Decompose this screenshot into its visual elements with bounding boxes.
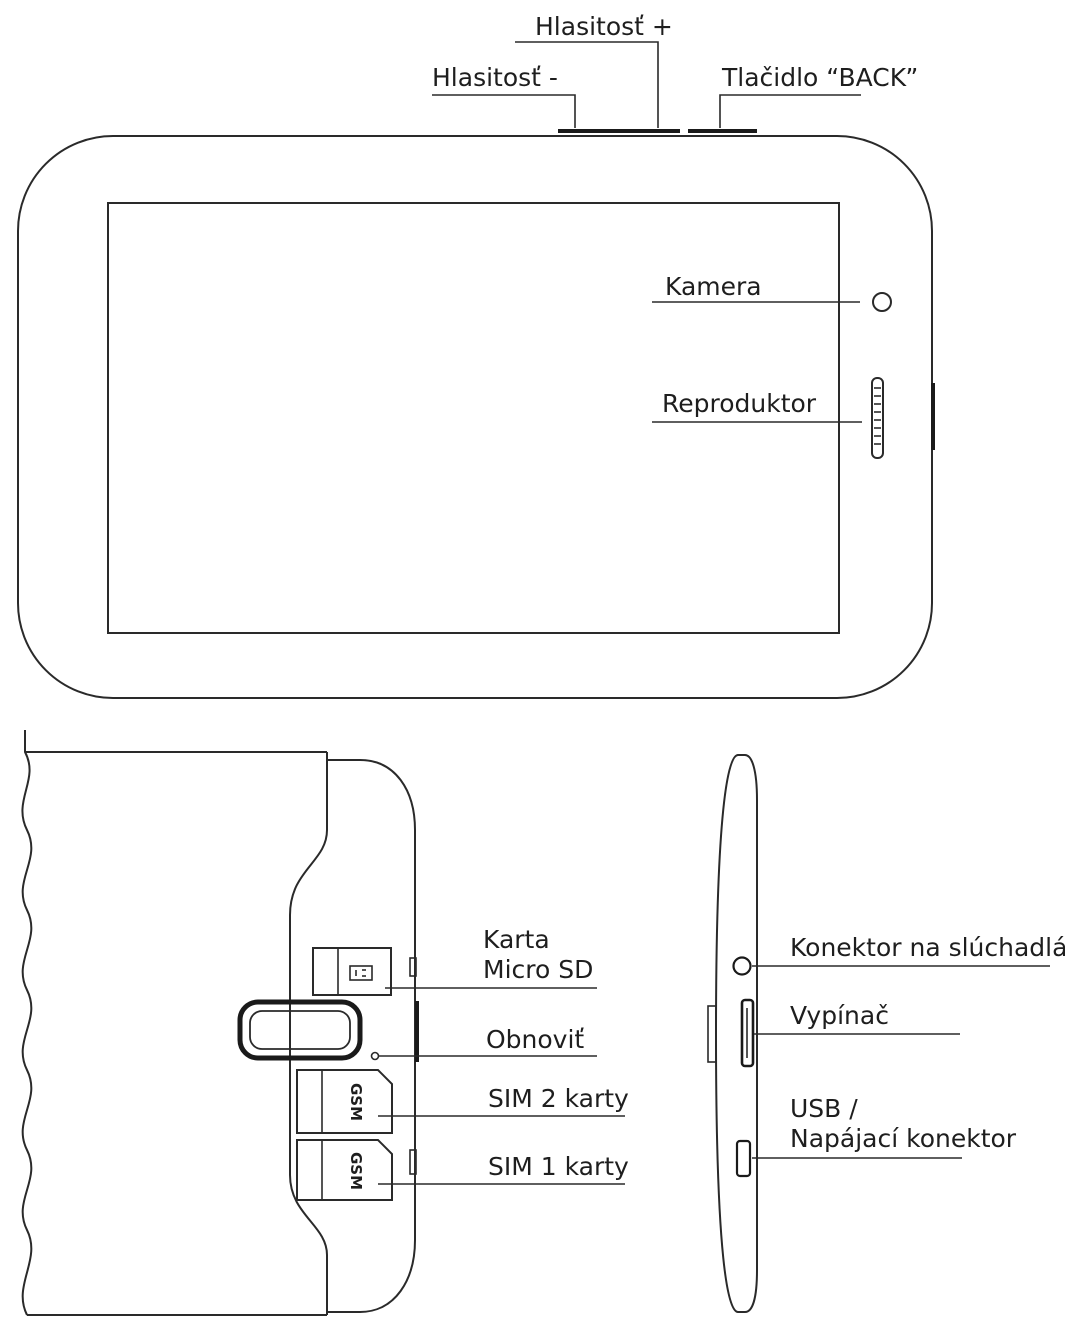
sim2-label: SIM 2 karty bbox=[488, 1084, 629, 1113]
rear-camera-inner bbox=[249, 1010, 351, 1050]
speaker-grille-icon bbox=[871, 377, 884, 459]
camera-label: Kamera bbox=[665, 272, 762, 301]
microsd-label-line2: Micro SD bbox=[483, 955, 593, 984]
sim1-slot-icon: GSM bbox=[296, 1139, 393, 1201]
headphone-jack-label: Konektor na slúchadlá bbox=[790, 933, 1065, 962]
back-cover bbox=[289, 752, 328, 1315]
tablet-edge bbox=[327, 759, 416, 1313]
reset-pinhole-icon bbox=[370, 1051, 380, 1061]
slots-view-outline bbox=[21, 730, 33, 1316]
tablet-side-profile: Konektor na slúchadlá Vypínač USB / Napá… bbox=[707, 754, 1065, 1313]
usb-label-line2: Napájací konektor bbox=[790, 1124, 1017, 1153]
power-switch-label: Vypínač bbox=[790, 1001, 889, 1030]
volume-up-label: Hlasitosť + bbox=[535, 12, 673, 41]
microsd-label-line1: Karta bbox=[483, 925, 550, 954]
side-profile-outline bbox=[714, 754, 758, 1313]
sim2-gsm-text: GSM bbox=[347, 1083, 365, 1121]
power-switch-icon bbox=[740, 998, 755, 1068]
sim-side-notch bbox=[409, 1149, 417, 1175]
volume-down-leader bbox=[432, 94, 576, 128]
side-volume-bump bbox=[707, 1005, 717, 1063]
reset-label: Obnoviť bbox=[486, 1025, 584, 1054]
tablet-slots-view: GSM GSM Karta Micro SD Obnoviť SIM 2 kar… bbox=[21, 730, 629, 1316]
microsd-side-notch bbox=[409, 957, 417, 977]
sim1-label: SIM 1 karty bbox=[488, 1152, 629, 1181]
volume-down-label: Hlasitosť - bbox=[432, 63, 558, 92]
microsd-slot-icon bbox=[312, 947, 392, 996]
tablet-front-view: Hlasitosť + Hlasitosť - Tlačidlo “BACK” … bbox=[17, 12, 935, 699]
back-button-leader bbox=[719, 94, 861, 128]
sim1-gsm-text: GSM bbox=[347, 1152, 365, 1190]
rear-camera-bump bbox=[237, 999, 363, 1061]
usb-label-line1: USB / bbox=[790, 1094, 858, 1123]
back-button-label: Tlačidlo “BACK” bbox=[721, 63, 918, 92]
headphone-jack-icon bbox=[732, 956, 752, 976]
sim2-slot-icon: GSM bbox=[296, 1069, 393, 1134]
speaker-label: Reproduktor bbox=[662, 389, 817, 418]
volume-up-leader bbox=[515, 41, 659, 128]
tablet-screen bbox=[107, 202, 840, 634]
camera-icon bbox=[872, 292, 892, 312]
usb-port-icon bbox=[735, 1139, 752, 1178]
